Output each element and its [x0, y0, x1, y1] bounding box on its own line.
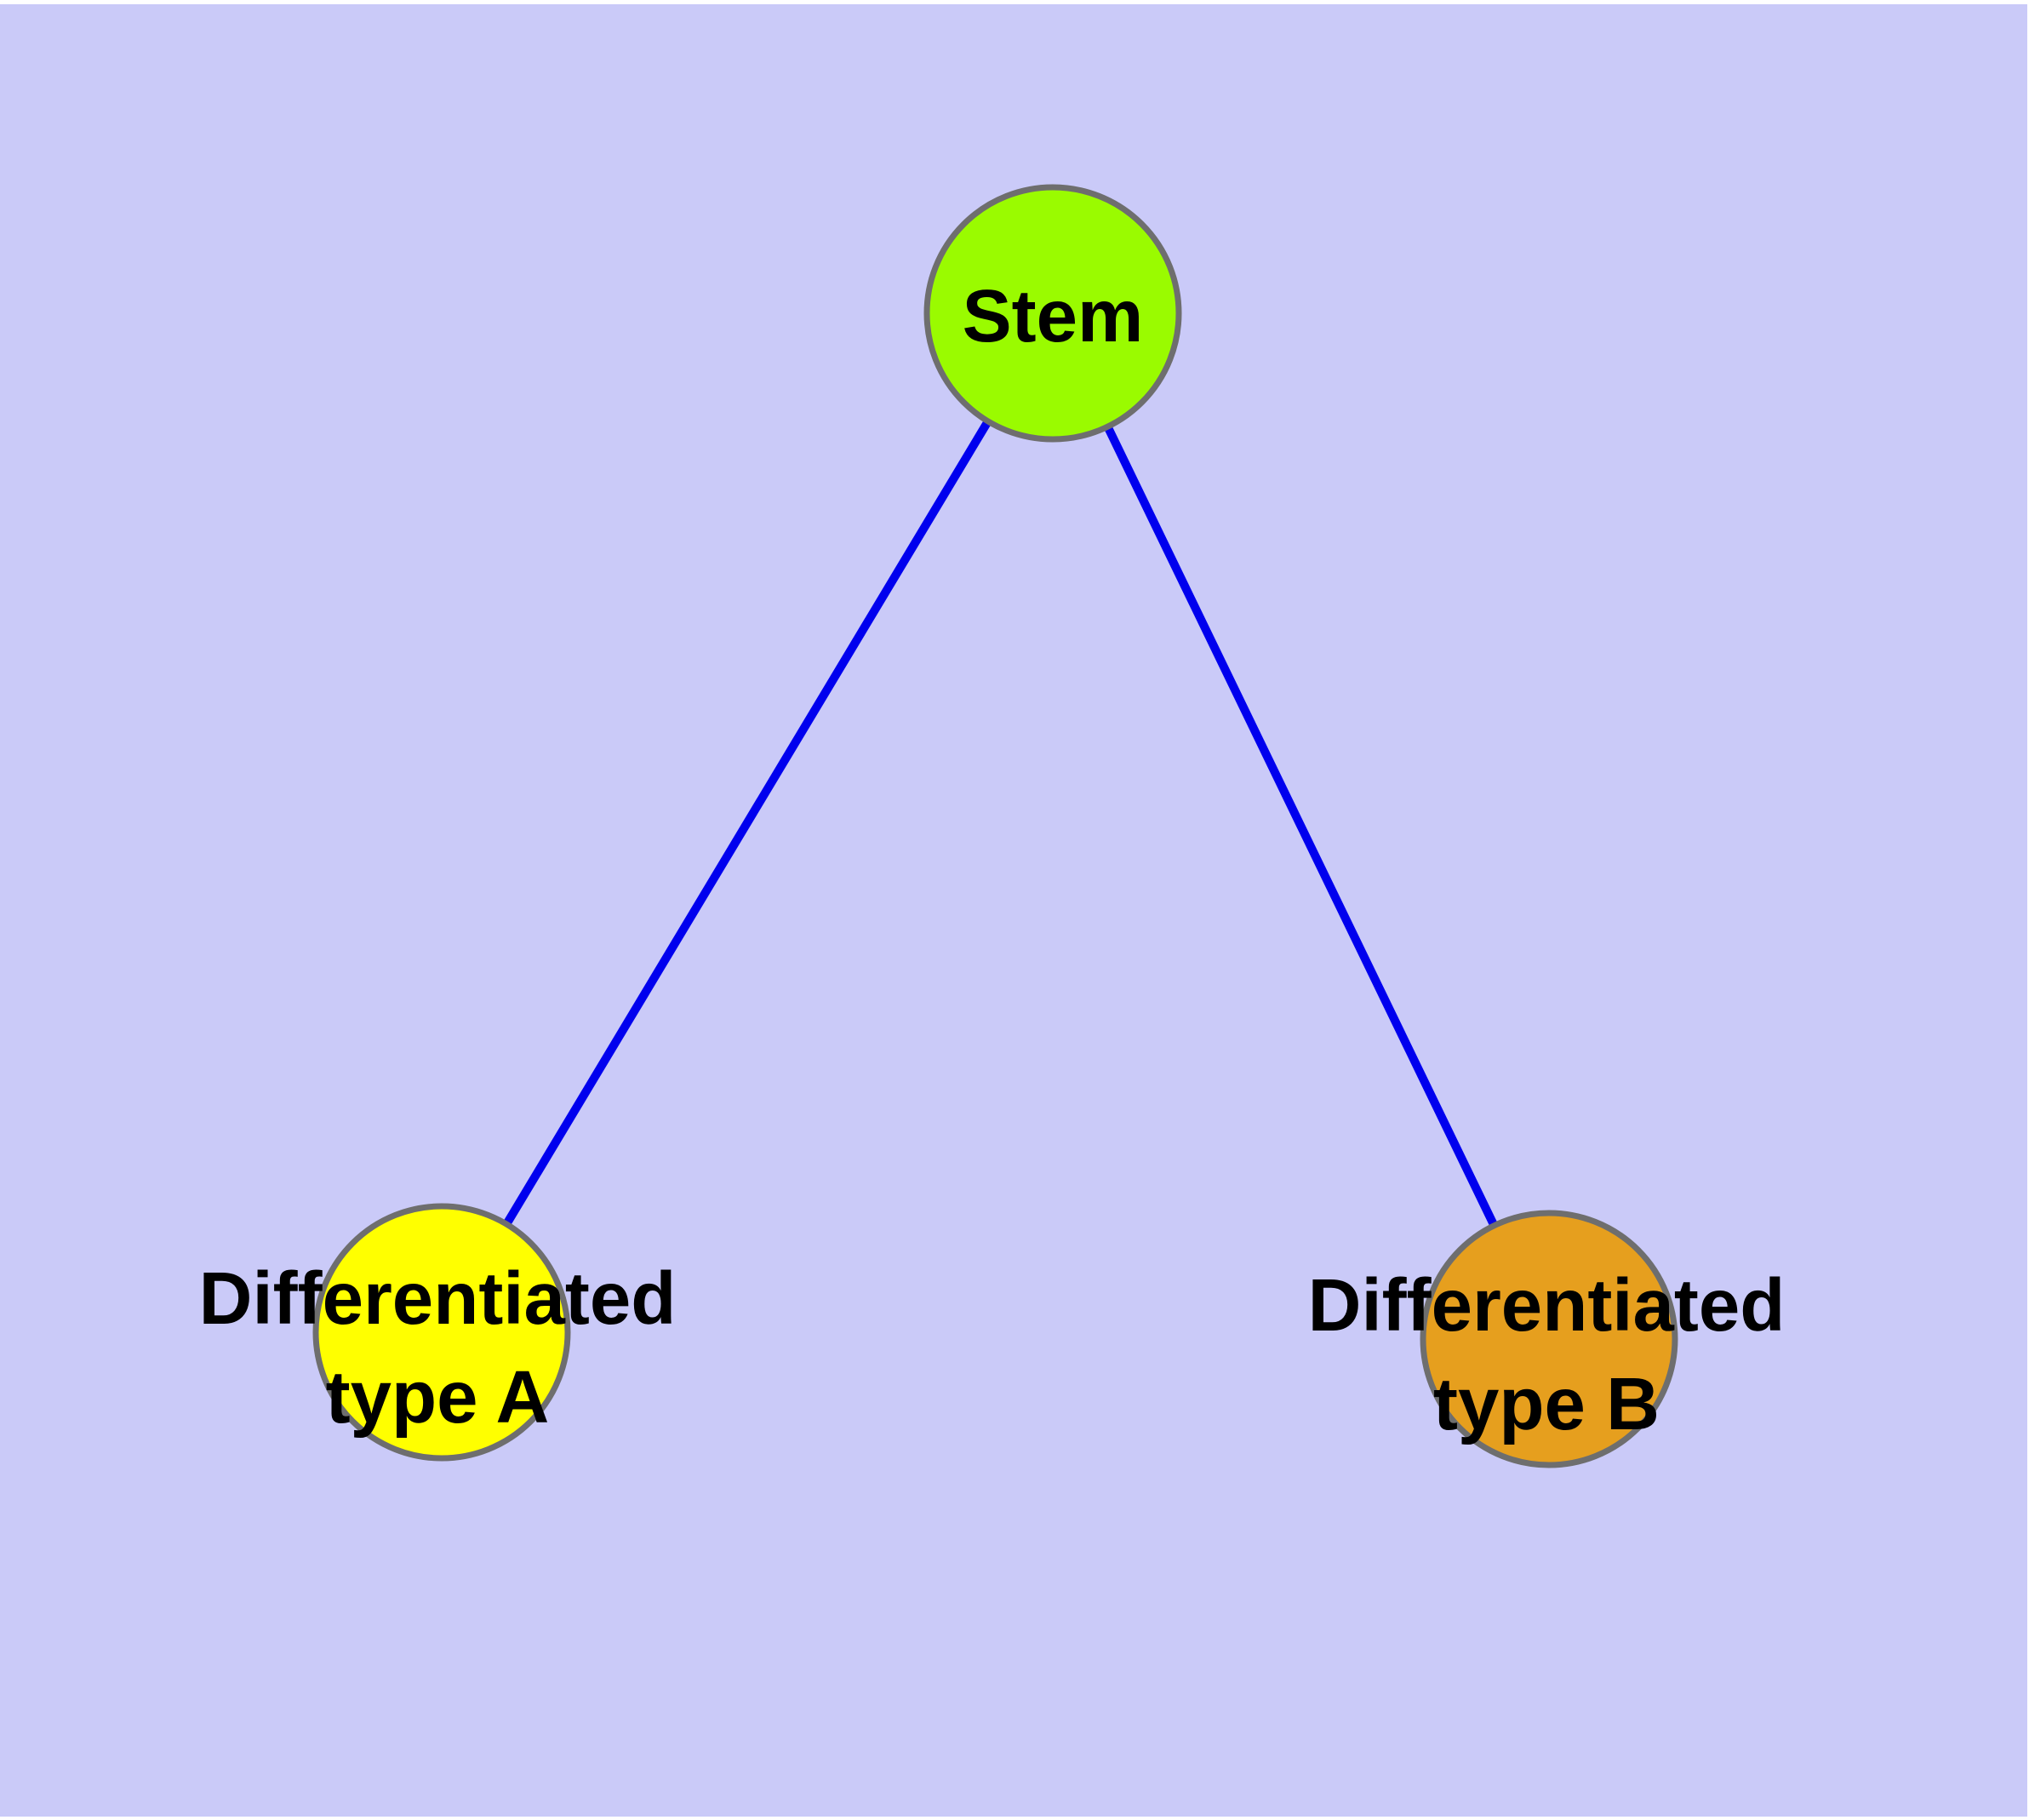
node-label-differentiated-type-a: Differentiated type A: [199, 1250, 677, 1447]
edge-stem-to-type-a: [437, 311, 1057, 1335]
node-differentiated-type-a-circle: [312, 1203, 571, 1462]
stem-label-text: Stem: [962, 275, 1144, 358]
edge-stem-to-type-b: [1049, 311, 1553, 1342]
node-label-differentiated-type-b: Differentiated type B: [1308, 1256, 1786, 1454]
node-stem-circle: [923, 184, 1182, 443]
type-b-label-line2: type B: [1433, 1363, 1660, 1445]
type-a-label-line1: Differentiated: [198, 1257, 677, 1340]
node-label-stem: Stem: [963, 267, 1144, 366]
type-b-label-line1: Differentiated: [1307, 1264, 1786, 1347]
type-a-label-line2: type A: [325, 1356, 550, 1439]
node-differentiated-type-b-circle: [1420, 1210, 1678, 1468]
